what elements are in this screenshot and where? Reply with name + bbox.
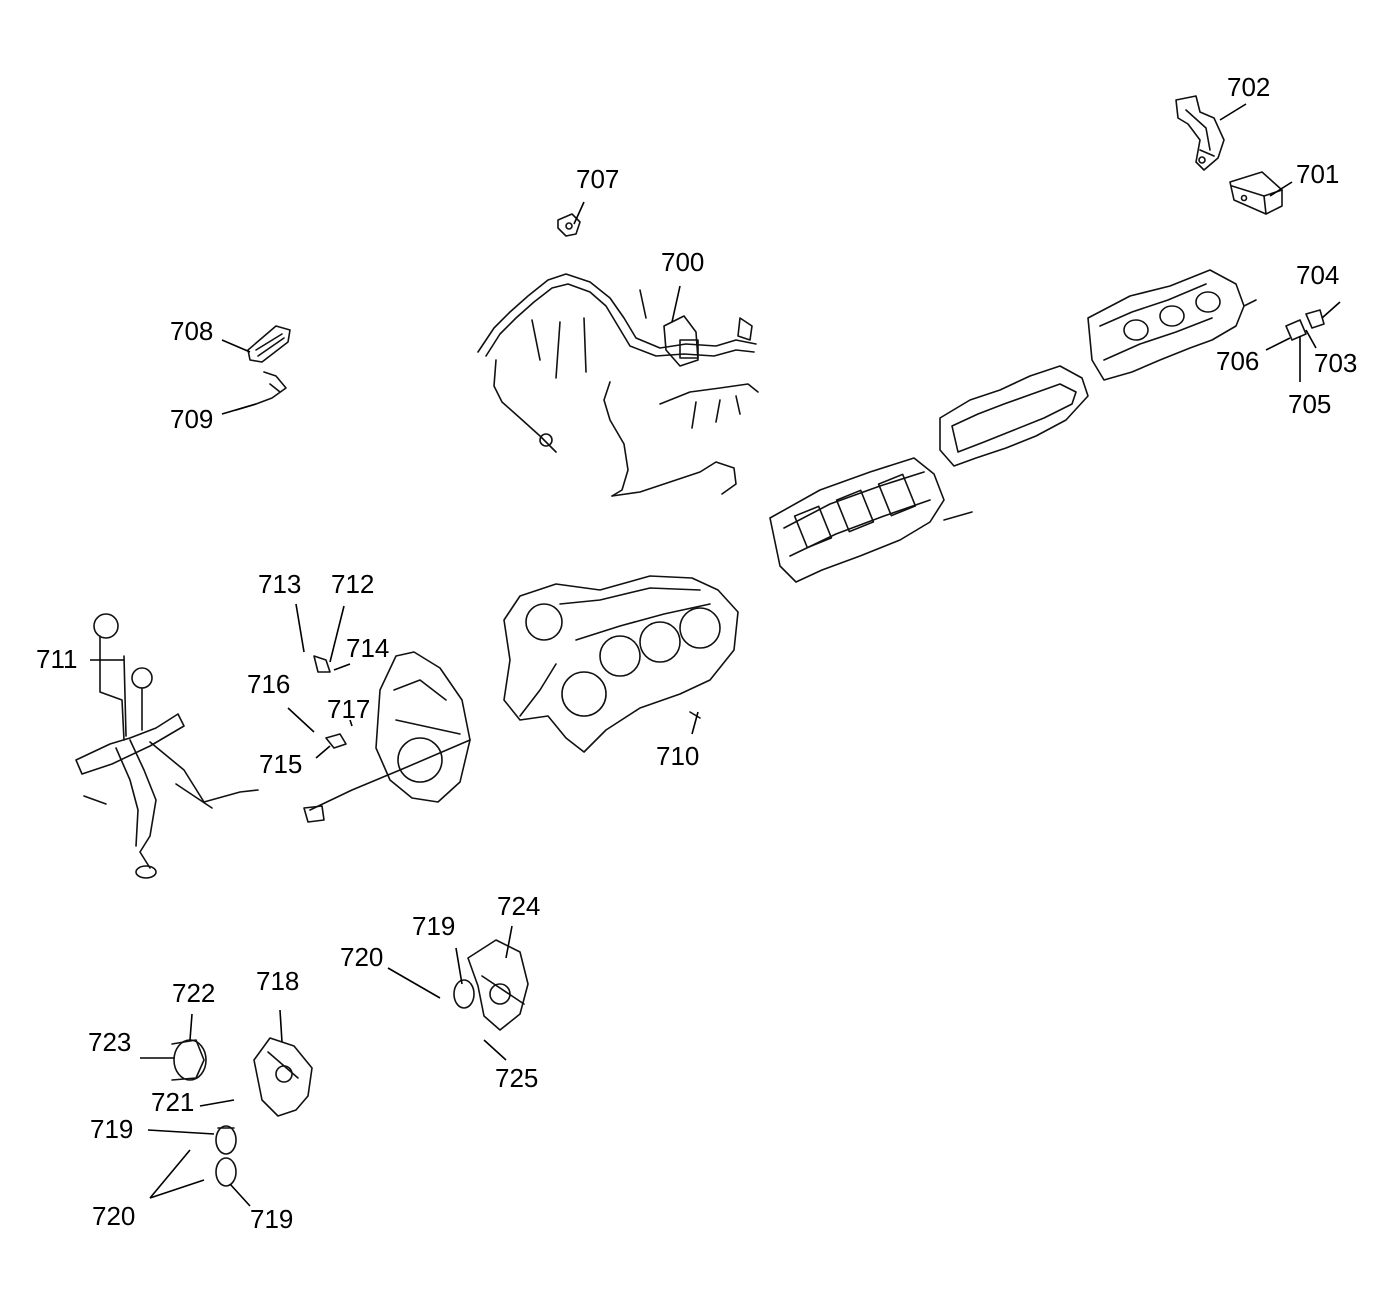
leader-lines — [90, 103, 1341, 1207]
callout-704: 704 — [1296, 260, 1340, 290]
oil-pump-assembly — [75, 613, 259, 879]
callout-717: 717 — [327, 694, 371, 724]
part-709 — [235, 371, 287, 411]
callout-702: 702 — [1227, 72, 1271, 102]
pulley-719-lower-b — [215, 1157, 237, 1187]
callout-709: 709 — [170, 404, 214, 434]
bracket-718 — [253, 1037, 313, 1117]
callout-716: 716 — [247, 669, 291, 699]
bracket-724 — [467, 939, 529, 1031]
callout-707: 707 — [576, 164, 620, 194]
callout-712: 712 — [331, 569, 375, 599]
bracket-702 — [1175, 95, 1225, 171]
front-cover — [303, 651, 471, 823]
idler-722 — [171, 1039, 207, 1081]
callout-719-center: 719 — [412, 911, 456, 941]
pulley-719-center — [453, 979, 475, 1009]
callout-700: 700 — [661, 247, 705, 277]
pulley-719-lower-a — [215, 1125, 237, 1155]
callout-722: 722 — [172, 978, 216, 1008]
callout-721: 721 — [151, 1087, 195, 1117]
wiring-harness-700 — [477, 273, 759, 497]
callout-708: 708 — [170, 316, 214, 346]
callout-714: 714 — [346, 633, 390, 663]
cylinder-head — [769, 457, 973, 583]
sensor-703-705 — [1285, 309, 1325, 341]
callout-723: 723 — [88, 1027, 132, 1057]
callout-720-center: 720 — [340, 942, 384, 972]
callout-719-lower-left: 719 — [90, 1114, 134, 1144]
callout-719-lower-right: 719 — [250, 1204, 294, 1234]
gasket-right — [939, 365, 1089, 467]
sensor-715 — [325, 733, 347, 749]
callout-701: 701 — [1296, 159, 1340, 189]
sensor-712 — [313, 655, 331, 673]
sensor-707 — [557, 213, 581, 237]
part-708 — [247, 325, 291, 363]
callout-715: 715 — [259, 749, 303, 779]
callout-724: 724 — [497, 891, 541, 921]
callout-703: 703 — [1314, 348, 1358, 378]
callout-710: 710 — [656, 741, 700, 771]
cover-right-upper — [1087, 269, 1257, 381]
callout-718: 718 — [256, 966, 300, 996]
callout-720-lower: 720 — [92, 1201, 136, 1231]
callout-705: 705 — [1288, 389, 1332, 419]
callout-711: 711 — [36, 644, 78, 674]
callout-725: 725 — [495, 1063, 539, 1093]
engine-block — [503, 575, 739, 753]
callout-706: 706 — [1216, 346, 1260, 376]
callout-713: 713 — [258, 569, 302, 599]
